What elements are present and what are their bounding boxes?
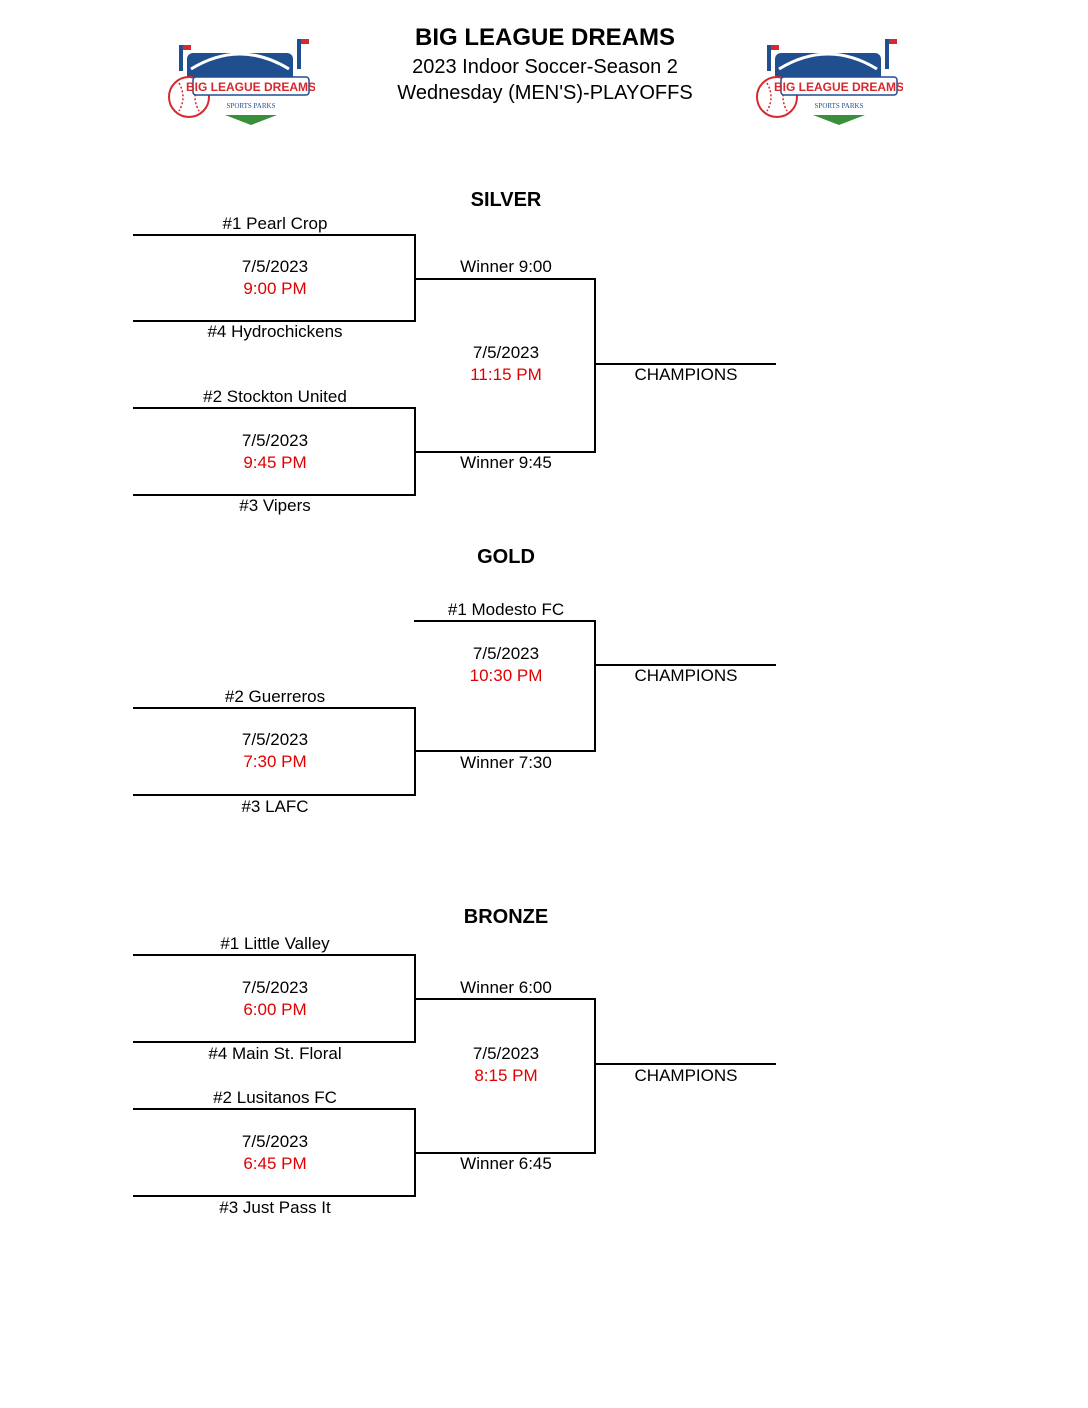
bronze-team-3: #3 Just Pass It	[219, 1198, 331, 1217]
big-league-dreams-logo-right: BIG LEAGUE DREAMS SPORTS PARKS	[756, 39, 903, 125]
silver-final-time: 11:15 PM	[470, 365, 542, 384]
silver-line-champions	[594, 363, 776, 365]
bronze-line-team-2	[133, 1108, 416, 1110]
bronze-line-winner-2	[414, 1152, 596, 1154]
bronze-line-team-3	[133, 1195, 416, 1197]
silver-line-team-4	[133, 320, 416, 322]
gold-final-time: 10:30 PM	[469, 666, 543, 685]
bronze-g1-time: 6:00 PM	[243, 1000, 307, 1019]
silver-champions-label: CHAMPIONS	[634, 365, 738, 384]
gold-winner-1: Winner 7:30	[460, 753, 552, 772]
silver-line-winner-2	[414, 451, 596, 453]
svg-text:SPORTS PARKS: SPORTS PARKS	[227, 102, 276, 110]
bronze-team-1: #1 Little Valley	[220, 934, 330, 953]
page-subtitle-2: Wednesday (MEN'S)-PLAYOFFS	[397, 82, 693, 104]
bronze-final-date: 7/5/2023	[472, 1044, 540, 1063]
silver-line-team-1	[133, 234, 416, 236]
silver-winner-1: Winner 9:00	[460, 257, 552, 276]
gold-champions-label: CHAMPIONS	[634, 666, 738, 685]
silver-team-1: #1 Pearl Crop	[222, 214, 328, 233]
gold-connector-final	[594, 620, 596, 752]
bronze-connector-final	[594, 998, 596, 1154]
gold-team-1: #1 Modesto FC	[447, 600, 565, 619]
silver-team-3: #3 Vipers	[239, 496, 311, 515]
bronze-champions-label: CHAMPIONS	[634, 1066, 738, 1085]
silver-g2-time: 9:45 PM	[243, 453, 307, 472]
bronze-team-4: #4 Main St. Floral	[208, 1044, 342, 1063]
bronze-g2-time: 6:45 PM	[243, 1154, 307, 1173]
silver-section-title: SILVER	[470, 189, 542, 211]
bronze-g1-date: 7/5/2023	[241, 978, 309, 997]
silver-g1-date: 7/5/2023	[241, 257, 309, 276]
silver-connector-final	[594, 278, 596, 453]
silver-line-team-3	[133, 494, 416, 496]
gold-team-2: #2 Guerreros	[224, 687, 326, 706]
gold-section-title: GOLD	[477, 546, 535, 568]
svg-text:BIG LEAGUE DREAMS: BIG LEAGUE DREAMS	[186, 80, 315, 94]
silver-final-date: 7/5/2023	[472, 343, 540, 362]
bronze-final-time: 8:15 PM	[474, 1066, 538, 1085]
gold-final-date: 7/5/2023	[472, 644, 540, 663]
silver-g2-date: 7/5/2023	[241, 431, 309, 450]
gold-line-team-2	[133, 707, 416, 709]
svg-text:SPORTS PARKS: SPORTS PARKS	[815, 102, 864, 110]
gold-line-team-3	[133, 794, 416, 796]
silver-line-team-2	[133, 407, 416, 409]
gold-g1-date: 7/5/2023	[241, 730, 309, 749]
bronze-line-team-1	[133, 954, 416, 956]
gold-g1-time: 7:30 PM	[243, 752, 307, 771]
bronze-line-winner-1	[414, 998, 596, 1000]
silver-g1-time: 9:00 PM	[243, 279, 307, 298]
gold-line-champions	[594, 664, 776, 666]
gold-line-team-1	[414, 620, 596, 622]
page-title: BIG LEAGUE DREAMS	[414, 24, 676, 51]
bronze-line-champions	[594, 1063, 776, 1065]
silver-line-winner-1	[414, 278, 596, 280]
gold-line-winner-1	[414, 750, 596, 752]
bronze-winner-2: Winner 6:45	[460, 1154, 552, 1173]
silver-team-2: #2 Stockton United	[203, 387, 347, 406]
svg-text:BIG LEAGUE DREAMS: BIG LEAGUE DREAMS	[774, 80, 903, 94]
big-league-dreams-logo-left: BIG LEAGUE DREAMS SPORTS PARKS	[168, 39, 315, 125]
bronze-line-team-4	[133, 1041, 416, 1043]
page-subtitle: 2023 Indoor Soccer-Season 2	[412, 56, 678, 78]
bronze-winner-1: Winner 6:00	[460, 978, 552, 997]
gold-team-3: #3 LAFC	[241, 797, 309, 816]
bronze-team-2: #2 Lusitanos FC	[213, 1088, 337, 1107]
silver-winner-2: Winner 9:45	[460, 453, 552, 472]
silver-team-4: #4 Hydrochickens	[207, 322, 343, 341]
bronze-section-title: BRONZE	[463, 906, 549, 928]
bronze-g2-date: 7/5/2023	[241, 1132, 309, 1151]
